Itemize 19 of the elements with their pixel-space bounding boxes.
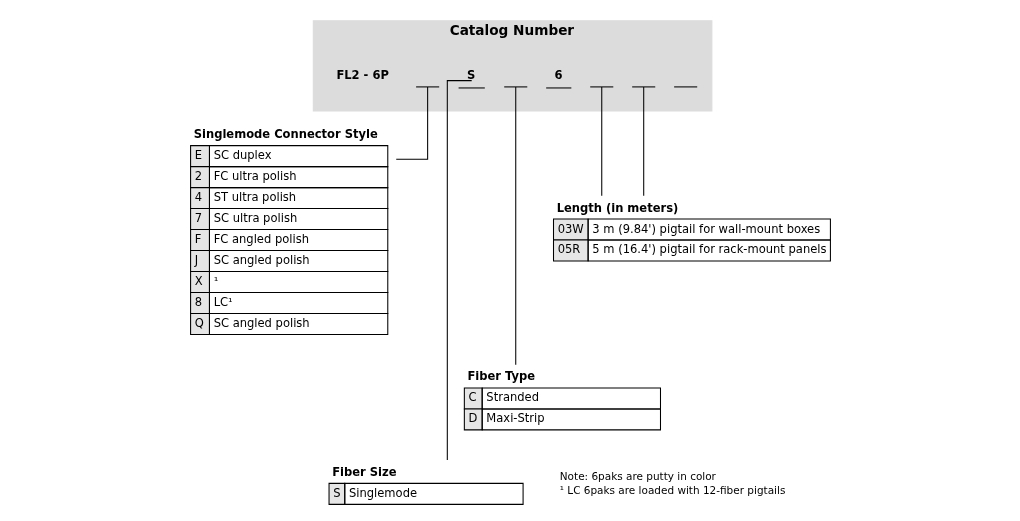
label: Note: 6paks are putty in color [559, 470, 716, 483]
connector [446, 80, 472, 461]
node-label: Fiber Size [331, 464, 396, 479]
connector [642, 86, 644, 197]
node-bar [631, 86, 656, 88]
node-label: Singlemode Connector Style [193, 127, 378, 142]
connector [395, 86, 428, 160]
node-bar [415, 86, 440, 88]
node-text: S [466, 68, 475, 83]
node-text: FL2 - 6P [335, 68, 389, 83]
node-bar [503, 86, 528, 88]
node-text: 6 [554, 68, 563, 83]
node-label: Length (in meters) [556, 200, 678, 215]
node-bar [589, 86, 614, 88]
connector [514, 86, 516, 366]
connector [600, 86, 602, 197]
label: ¹ LC 6paks are loaded with 12-fiber pigtails [559, 483, 785, 496]
node-label: Fiber Type [467, 369, 535, 384]
node-bar [673, 86, 698, 88]
